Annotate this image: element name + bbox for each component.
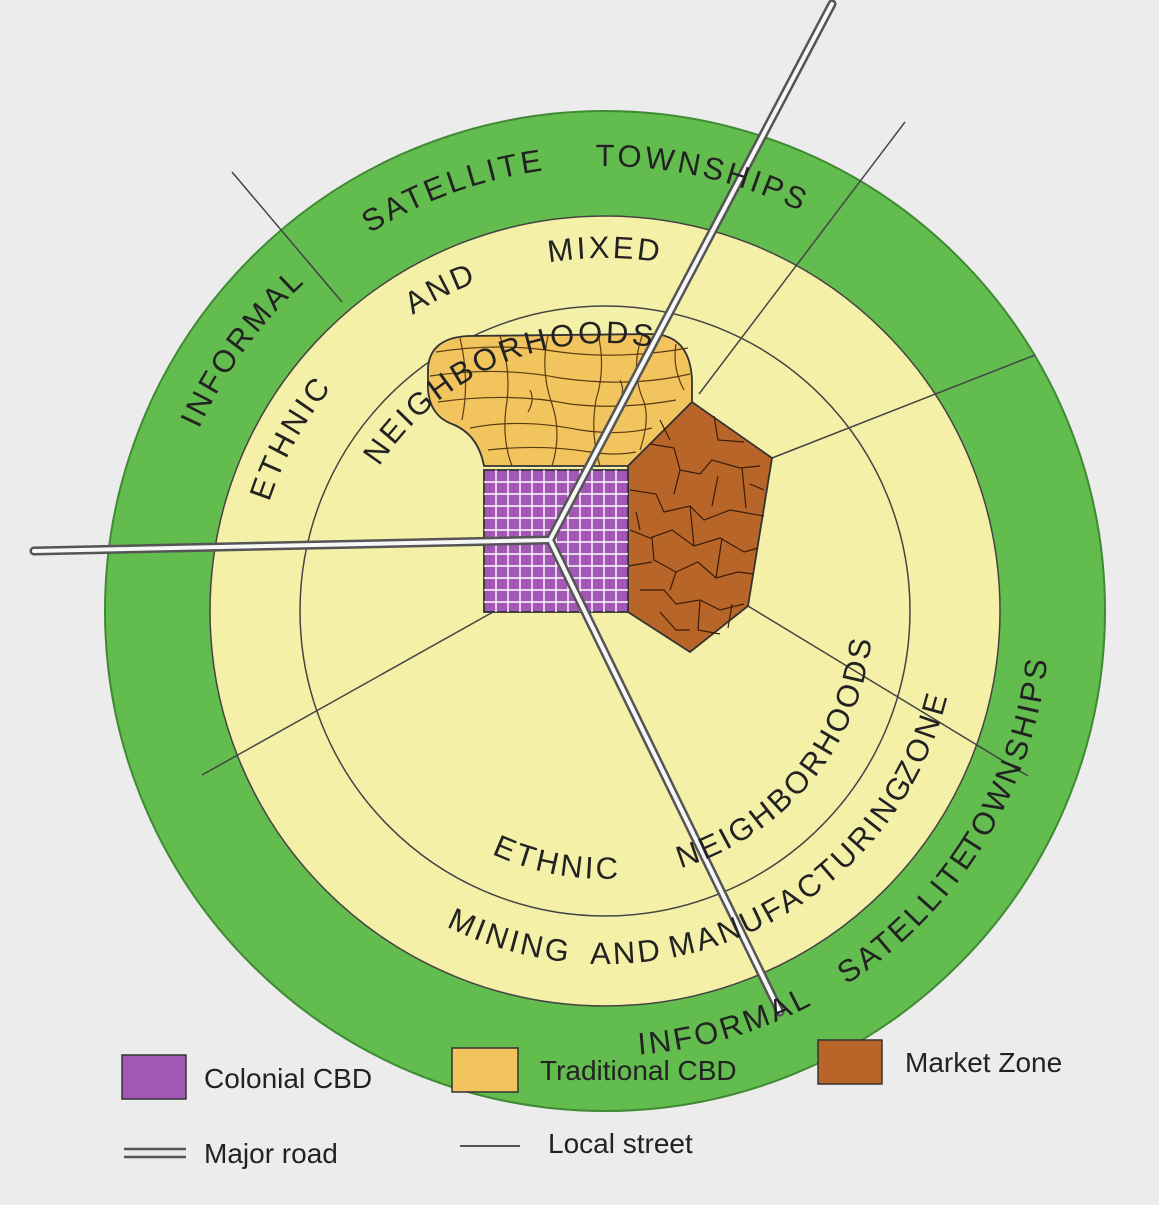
legend-swatch-traditional-cbd	[451, 1047, 519, 1093]
colonial-cbd-area	[483, 469, 629, 613]
legend-label-market-zone: Market Zone	[905, 1047, 1062, 1078]
major-roads	[29, 0, 837, 1017]
mining-and-label: AND	[590, 932, 665, 972]
legend-label-major-road: Major road	[204, 1138, 338, 1169]
traditional-cbd-area	[427, 333, 693, 467]
legend-label-traditional-cbd: Traditional CBD	[540, 1055, 737, 1086]
legend-swatch-colonial-cbd	[121, 1054, 187, 1100]
mixed-label: MIXED	[545, 230, 664, 269]
neighborhood-ring-boundary	[299, 305, 911, 917]
legend-swatch-market-zone	[817, 1039, 883, 1085]
legend-label-colonial-cbd: Colonial CBD	[204, 1063, 372, 1094]
local-street-lines	[201, 121, 1036, 777]
legend-label-local-street: Local street	[548, 1128, 693, 1159]
legend-symbol-major-road	[124, 1147, 186, 1159]
legend: Colonial CBD Traditional CBD Market Zone…	[121, 1039, 1062, 1169]
